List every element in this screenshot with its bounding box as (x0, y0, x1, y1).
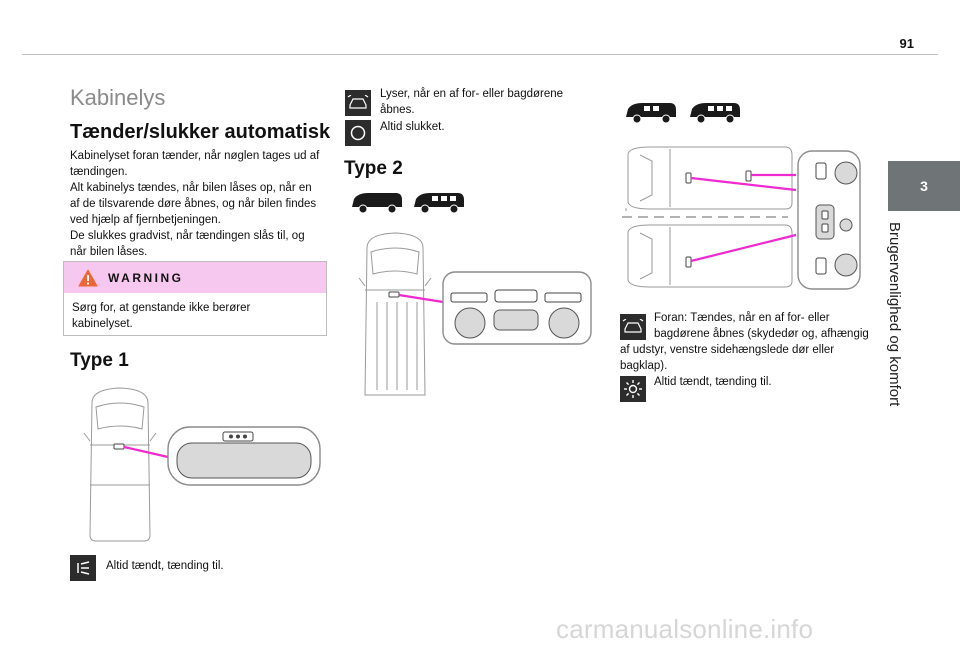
heading-automatic: Tænder/slukker automatisk (70, 121, 331, 143)
type1-caption: Altid tændt, tænding til. (106, 560, 224, 572)
intro-line: af de tilsvarende døre åbnes, og når bil… (70, 198, 317, 210)
van-icon (690, 103, 740, 124)
type3-illustration (622, 146, 861, 290)
chapter-tab[interactable]: 3 (888, 161, 960, 211)
door-light-icon (345, 90, 371, 116)
light-on-icon (620, 376, 646, 402)
intro-line: Alt kabinelys tændes, når bilen låses op… (70, 182, 312, 194)
type2-door-line: Lyser, når en af for- eller bagdørene (380, 88, 564, 100)
warning-line: kabinelyset. (72, 318, 133, 330)
type3-on-caption: Altid tændt, tænding til. (654, 376, 772, 388)
door-light-icon (620, 314, 646, 340)
section-title: Kabinelys (70, 85, 166, 110)
warning-line: Sørg for, at genstande ikke berører (72, 302, 251, 314)
page-number: 91 (899, 36, 914, 51)
type2-illustration (358, 232, 592, 396)
intro-text: Kabinelyset foran tænder, når nøglen tag… (70, 148, 330, 260)
type3-door-line: bagklap). (620, 360, 668, 372)
watermark: carmanualsonline.info (556, 614, 814, 644)
van-icon (352, 193, 402, 214)
heading-type2: Type 2 (344, 158, 403, 179)
warning-icon (78, 269, 98, 286)
light-off-icon (345, 120, 371, 146)
type3-door-line: bagdørene åbnes (skydedør og, afhængig (654, 328, 869, 340)
warning-header: WARNING (64, 262, 326, 293)
header-divider (22, 54, 938, 55)
intro-line: De slukkes gradvist, når tændingen slås … (70, 230, 305, 242)
chapter-title: Brugervenlighed og komfort (886, 222, 903, 407)
intro-line: tændingen. (70, 166, 128, 178)
type3-door-caption: Foran: Tændes, når en af for- eller bagd… (620, 310, 870, 374)
intro-line: når bilen låses. (70, 246, 148, 258)
intro-line: Kabinelyset foran tænder, når nøglen tag… (70, 150, 320, 162)
type2-door-line: åbnes. (380, 104, 415, 116)
type3-door-line: af udstyr, venstre sidehængslede dør ell… (620, 344, 835, 356)
type3-door-line: Foran: Tændes, når en af for- eller (654, 312, 830, 324)
van-icon (414, 193, 464, 214)
van-icon (626, 103, 676, 124)
type2-off-caption: Altid slukket. (380, 121, 445, 133)
chapter-title-vertical: Brugervenlighed og komfort (886, 222, 914, 422)
warning-box: WARNING Sørg for, at genstande ikke berø… (63, 261, 327, 336)
warning-text: Sørg for, at genstande ikke berører kabi… (64, 293, 326, 339)
dome-light-icon (70, 555, 96, 581)
type2-door-caption: Lyser, når en af for- eller bagdørene åb… (380, 86, 580, 118)
heading-type1: Type 1 (70, 350, 129, 371)
type1-illustration (83, 387, 321, 542)
intro-line: ved hjælp af fjernbetjeningen. (70, 214, 221, 226)
warning-title: WARNING (108, 270, 184, 285)
